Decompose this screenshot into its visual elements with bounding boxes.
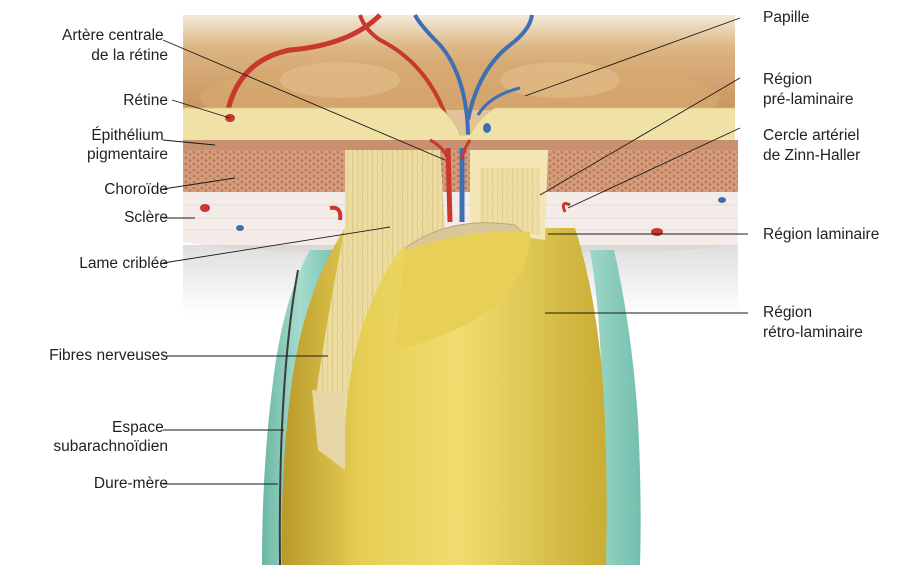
label-choroide: Choroïde xyxy=(104,181,168,198)
label-epithelium-line1: Épithélium xyxy=(91,127,163,144)
label-artere-line1: Artère centrale xyxy=(62,27,164,44)
label-prelaminaire-line2: pré-laminaire xyxy=(763,91,853,108)
label-prelaminaire: Région pré-laminaire xyxy=(763,71,853,108)
label-cercle: Cercle artériel de Zinn-Haller xyxy=(763,127,864,164)
label-retine: Rétine xyxy=(123,92,168,109)
label-cercle-line1: Cercle artériel xyxy=(763,127,859,144)
label-sclere: Sclère xyxy=(124,209,168,226)
label-dure: Dure-mère xyxy=(94,475,168,492)
label-laminaire: Région laminaire xyxy=(763,226,879,243)
label-papille: Papille xyxy=(763,9,810,26)
label-cercle-line2: de Zinn-Haller xyxy=(763,147,860,164)
label-retrolaminaire-line1: Région xyxy=(763,304,812,321)
label-prelaminaire-line1: Région xyxy=(763,71,812,88)
label-epithelium-line2: pigmentaire xyxy=(87,146,168,163)
label-espace: Espace subarachnoïdien xyxy=(53,419,168,455)
label-espace-line2: subarachnoïdien xyxy=(53,438,168,455)
label-fibres: Fibres nerveuses xyxy=(49,347,168,364)
label-retrolaminaire-line2: rétro-laminaire xyxy=(763,324,863,341)
label-artere-line2: de la rétine xyxy=(91,47,168,64)
label-epithelium: Épithélium pigmentaire xyxy=(87,127,168,163)
label-retrolaminaire: Région rétro-laminaire xyxy=(763,304,863,341)
label-lame: Lame criblée xyxy=(79,255,168,272)
label-artere: Artère centrale de la rétine xyxy=(62,27,168,64)
label-espace-line1: Espace xyxy=(112,419,164,436)
